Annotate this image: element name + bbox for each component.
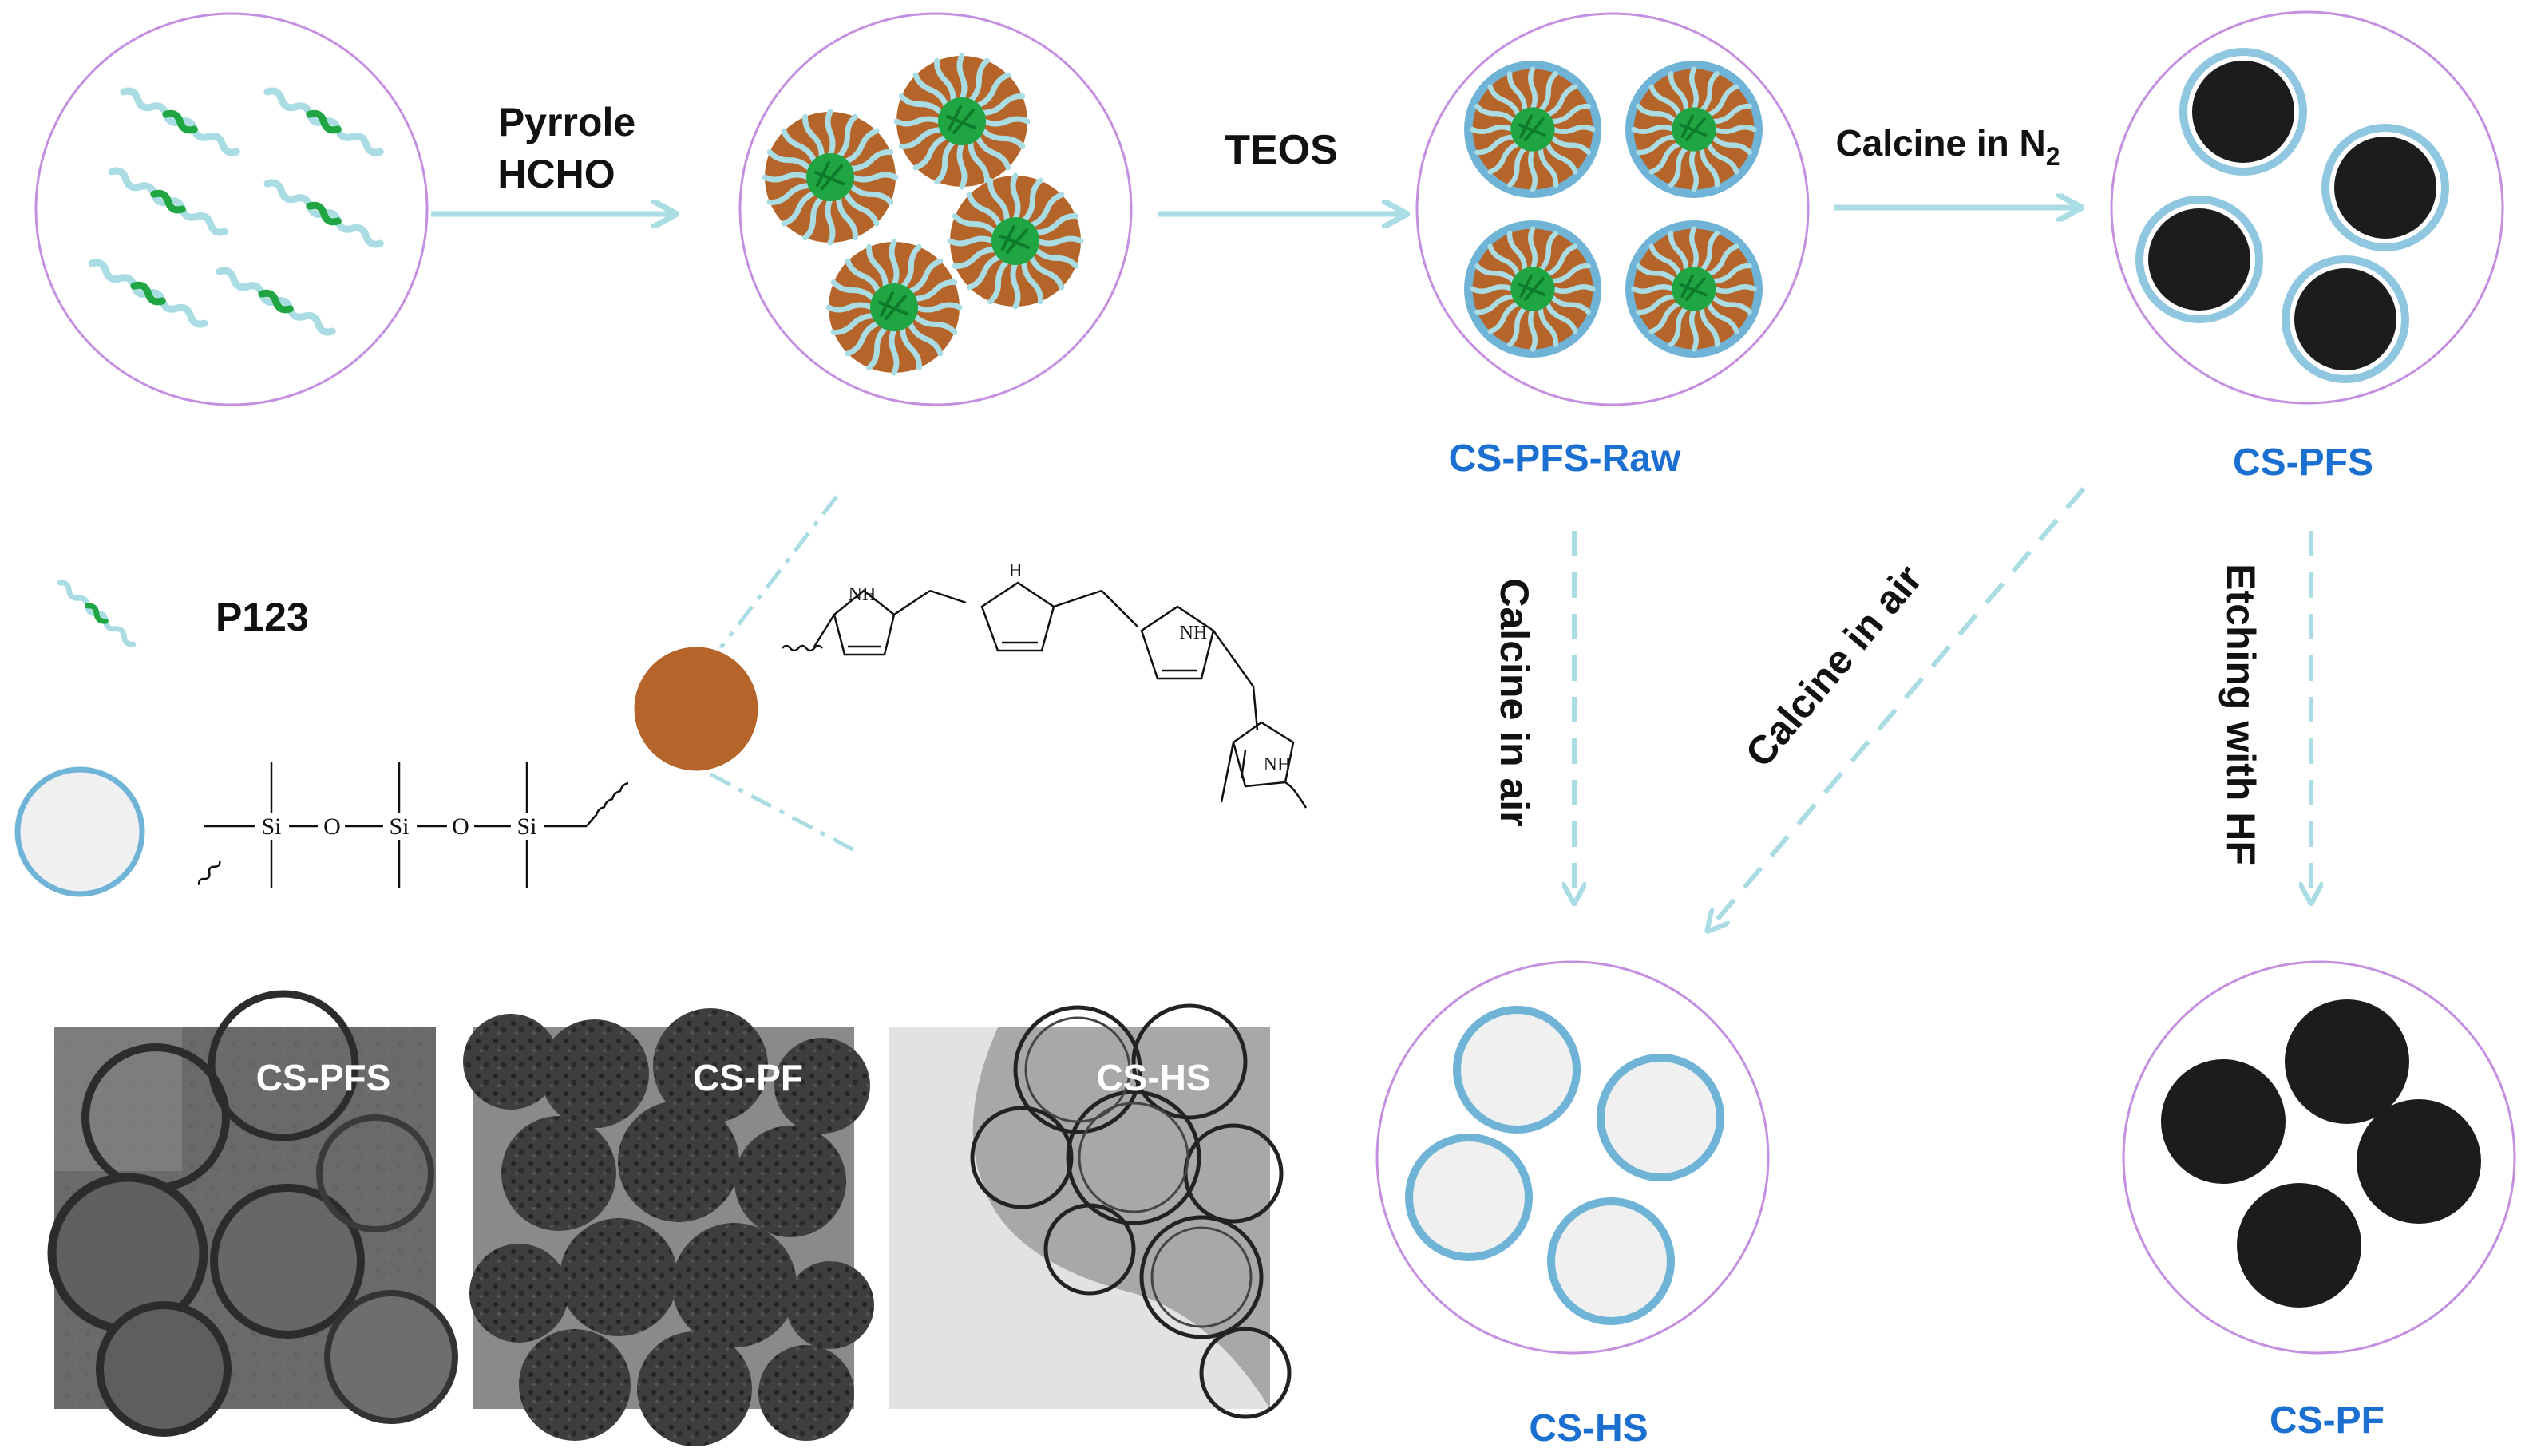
cs-pfs-circle [2110,10,2504,405]
tem-image-cs-pfs [47,990,458,1437]
step3-label-main: Calcine in N [1835,122,2045,164]
nh-label-1: NH [849,584,877,605]
o-atom-1: O [323,813,341,840]
tem-label-cs-pfs: CS-PFS [256,1057,391,1098]
zoom-line-bottom [709,772,856,853]
arrow-calcine-air-diagonal [1708,487,2086,930]
silica-sphere [14,766,145,897]
step3-label-subscript: 2 [2046,142,2060,171]
siloxane-structure [197,762,629,888]
polypyrrole-structure [782,581,1308,809]
si-atom-3: Si [516,813,536,840]
step3-label: Calcine in N2 [1835,122,2060,171]
calcine-air-diagonal-label: Calcine in air [1736,556,1930,775]
cs-pf-circle [2122,960,2516,1355]
step1-label-pyrrole: Pyrrole [498,100,635,144]
cs-pfs-raw-label: CS-PFS-Raw [1449,437,1681,480]
step2-label: TEOS [1225,127,1338,173]
cs-hs-label: CS-HS [1529,1407,1648,1450]
micelle-circle [738,12,1133,406]
nh-label-4: NH [1264,754,1292,775]
p123-solution-circle [34,12,429,406]
tem-image-cs-pf [463,1008,874,1446]
cs-pfs-raw-circle [1415,12,1810,406]
nh-label-3: NH [1180,623,1208,643]
p123-legend-icon [58,580,136,647]
h-label-2: H [1008,560,1022,581]
o-atom-2: O [452,813,469,840]
calcine-air-vertical-label: Calcine in air [1492,578,1537,826]
etching-hf-label: Etching with HF [2218,564,2263,865]
si-atom-2: Si [389,813,409,840]
zoom-line-top [717,495,838,652]
tem-label-cs-pf: CS-PF [693,1057,803,1098]
si-atom-1: Si [261,813,281,840]
step1-label-hcho: HCHO [497,152,615,196]
cs-hs-circle [1375,960,1770,1355]
cs-pfs-label: CS-PFS [2233,441,2373,484]
tem-label-cs-hs: CS-HS [1096,1057,1210,1098]
polypyrrole-sphere [630,643,762,775]
cs-pf-label: CS-PF [2270,1399,2385,1442]
p123-legend-label: P123 [216,595,309,639]
tem-image-cs-hs [889,1003,1292,1419]
